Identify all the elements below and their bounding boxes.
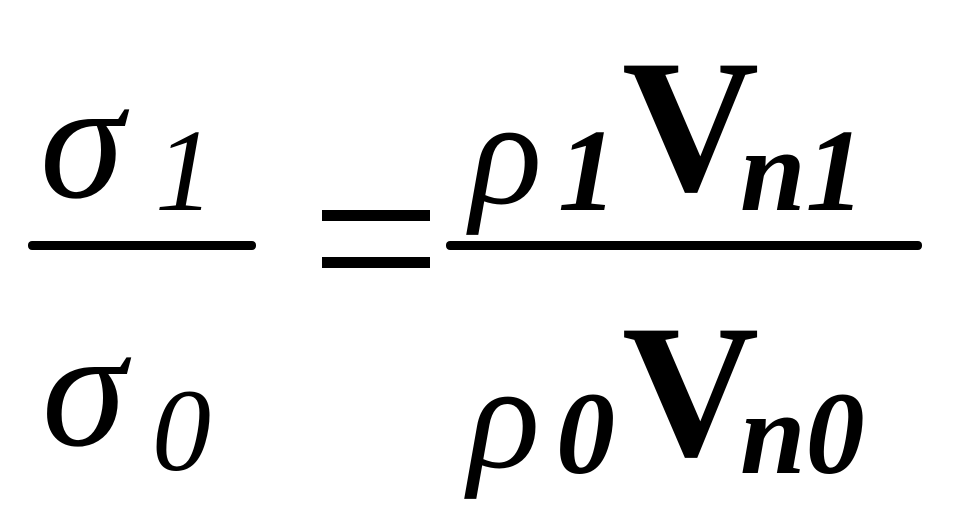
rhs-numerator-rho: ρ [470, 70, 542, 236]
rhs-fraction-bar [446, 241, 922, 250]
lhs-numerator-sigma: σ [40, 46, 124, 234]
rhs-numerator-velocity-subscript: n1 [740, 105, 865, 236]
lhs-denominator-sigma: σ [42, 294, 126, 482]
rhs-numerator-velocity: V [622, 22, 760, 232]
rhs-denominator-rho: ρ [468, 334, 540, 500]
lhs-fraction-bar [28, 241, 256, 250]
rhs-denominator-velocity-subscript: n0 [740, 368, 865, 499]
rhs-denominator-rho-subscript: 0 [556, 368, 615, 499]
rhs-numerator-rho-subscript: 1 [558, 105, 617, 236]
equals-top-bar [322, 210, 430, 221]
lhs-denominator-subscript: 0 [152, 365, 211, 496]
lhs-numerator-subscript: 1 [155, 105, 214, 236]
equals-bottom-bar [322, 257, 430, 268]
rhs-denominator-velocity: V [622, 287, 760, 497]
